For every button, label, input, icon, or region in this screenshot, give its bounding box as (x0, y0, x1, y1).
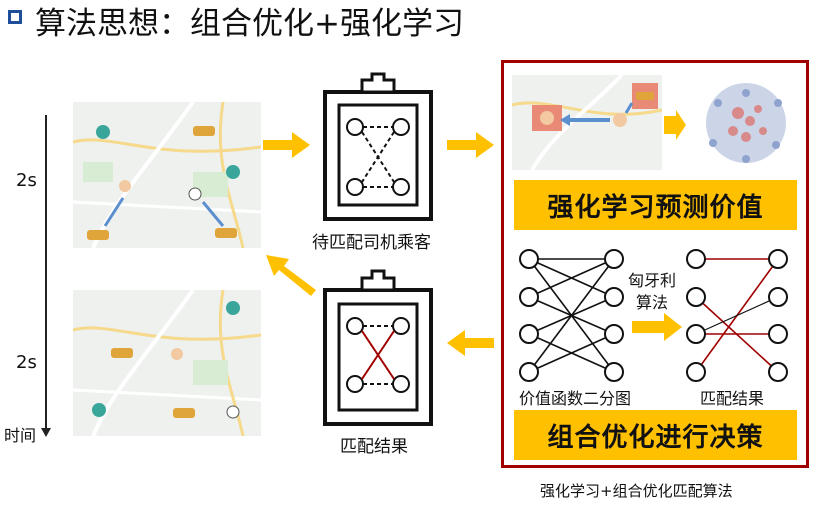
taxi-icon (636, 92, 654, 100)
arrow-right-2 (447, 132, 494, 158)
timeline-axis (45, 115, 47, 433)
timeline-tick-bottom: 2s (16, 352, 37, 373)
title-bullet-icon (8, 10, 22, 24)
passenger-icon (188, 187, 202, 201)
map-top-graphic (73, 102, 261, 248)
map-top (73, 102, 261, 248)
pin-icon (96, 125, 110, 139)
timeline-arrow-icon (41, 428, 51, 437)
timeline-tick-top: 2s (16, 170, 37, 191)
taxi-icon (173, 408, 195, 418)
arrow-left-1 (447, 330, 494, 356)
hungarian-arrow-icon (632, 313, 682, 341)
map-bottom (73, 290, 261, 436)
page-title: 算法思想：组合优化+强化学习 (35, 6, 464, 42)
taxi-icon (87, 230, 109, 240)
taxi-icon (111, 348, 133, 358)
value-bipartite-label: 价值函数二分图 (519, 389, 632, 408)
pending-label: 待匹配司机乘客 (312, 233, 431, 253)
match-result-right-label: 匹配结果 (700, 389, 765, 408)
match-result-label: 匹配结果 (340, 437, 408, 457)
algorithm-caption: 强化学习+组合优化匹配算法 (540, 482, 733, 500)
hungarian-label: 匈牙利 算法 (628, 271, 677, 312)
map-bottom-graphic (73, 290, 261, 436)
pin-icon (226, 165, 240, 179)
bipartite-graphs (519, 249, 788, 382)
passenger-icon (226, 405, 240, 419)
co-banner: 组合优化进行决策 (514, 410, 797, 460)
pin-icon (226, 301, 240, 315)
arrow-diagonal (266, 255, 316, 296)
result-clipboard (323, 269, 433, 426)
rl-map-image (512, 75, 662, 170)
taxi-icon (193, 126, 215, 136)
passenger-icon (613, 113, 627, 127)
pin-icon (92, 403, 106, 417)
arrow-right-1 (263, 132, 310, 158)
passenger-icon (171, 348, 183, 360)
taxi-icon (215, 228, 237, 238)
passenger-icon (540, 111, 554, 125)
rl-banner: 强化学习预测价值 (514, 180, 797, 230)
pending-clipboard (323, 72, 433, 221)
algorithm-frame (501, 60, 809, 468)
passenger-icon (119, 180, 131, 192)
rl-arrow-icon (664, 110, 686, 140)
value-heatmap-image (688, 73, 803, 173)
timeline-axis-label: 时间 (4, 426, 37, 445)
